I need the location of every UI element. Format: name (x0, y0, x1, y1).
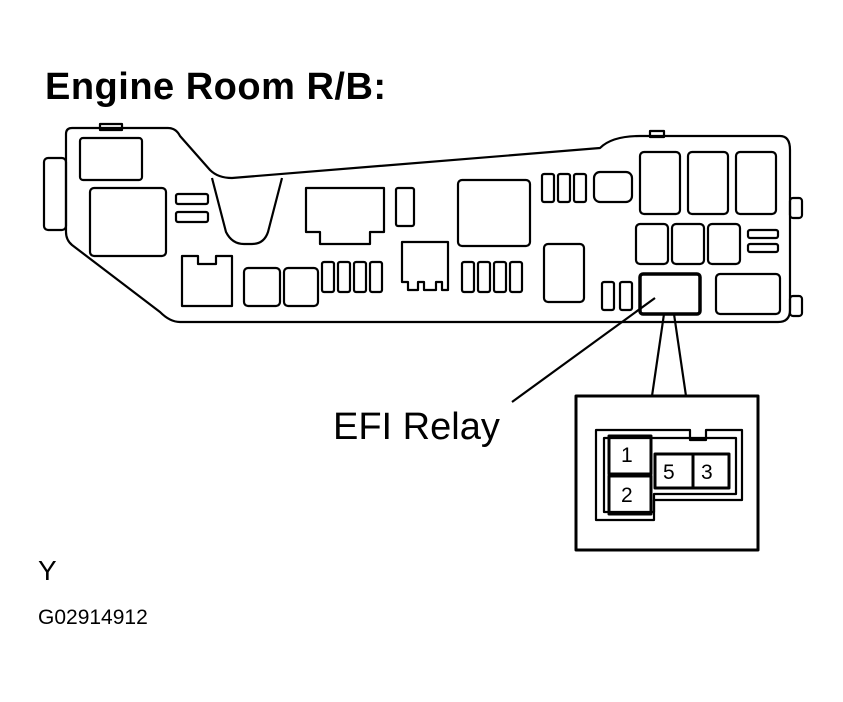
zoom-line-left (650, 313, 666, 397)
mini-fuse (336, 260, 352, 294)
top-tab-right (648, 129, 666, 139)
pin-1-cavity (607, 434, 653, 476)
connector-detail-frame (574, 394, 760, 552)
mini-fuse (352, 260, 368, 294)
left-tab (42, 156, 68, 232)
pin-3-cavity (691, 452, 731, 490)
mini-fuse (600, 280, 616, 312)
component-small-relay (706, 222, 742, 266)
component-narrow-fuse (394, 186, 416, 228)
mini-fuse (320, 260, 336, 294)
component-top-left (78, 136, 144, 182)
top-tab-left (98, 122, 124, 132)
mini-fuse (476, 260, 492, 294)
component-relay-large-left (88, 186, 168, 258)
relay-block-outline (64, 126, 792, 324)
zoom-line-right (672, 313, 688, 397)
component-relay-right (686, 150, 730, 216)
right-tab-upper (788, 196, 804, 220)
fuse-slot (746, 242, 780, 254)
connector-housing-inner (602, 436, 738, 514)
figure-code: G02914912 (38, 606, 148, 629)
component-connector-box (304, 186, 386, 246)
fuse-slot (746, 228, 780, 240)
pin-3-label: 3 (701, 461, 713, 484)
fuse-slot (174, 192, 210, 206)
mini-fuse (368, 260, 384, 294)
component-relay-center (456, 178, 532, 248)
component-tall-relay (542, 242, 586, 304)
diagram-title: Engine Room R/B: (45, 66, 387, 108)
mini-fuse (492, 260, 508, 294)
component-relay-right (638, 150, 682, 216)
mini-fuse (508, 260, 524, 294)
pin-5-label: 5 (663, 461, 675, 484)
footer-mark: Y (38, 555, 57, 586)
component-rounded-box (592, 170, 634, 204)
mini-fuse (540, 172, 556, 204)
efi-relay-callout-label: EFI Relay (333, 406, 500, 448)
component-small-relay (634, 222, 670, 266)
pin-2-label: 2 (621, 484, 633, 507)
callout-leader-line (511, 297, 656, 403)
connector-housing (594, 428, 744, 522)
mini-fuse (556, 172, 572, 204)
component-forked-relay (400, 240, 450, 292)
component-notched-box (180, 254, 234, 308)
v-notch (210, 177, 284, 246)
pin-2-cavity (607, 474, 653, 516)
mini-fuse (460, 260, 476, 294)
pin-1-label: 1 (621, 444, 633, 467)
right-tab-lower (788, 294, 804, 318)
mini-fuse (572, 172, 588, 204)
mini-fuse (618, 280, 634, 312)
component-square (282, 266, 320, 308)
component-square (242, 266, 282, 308)
efi-relay-slot (638, 272, 702, 316)
fuse-slot (174, 210, 210, 224)
component-relay-right (734, 150, 778, 216)
component-small-relay (670, 222, 706, 266)
component-wide-relay (714, 272, 782, 316)
